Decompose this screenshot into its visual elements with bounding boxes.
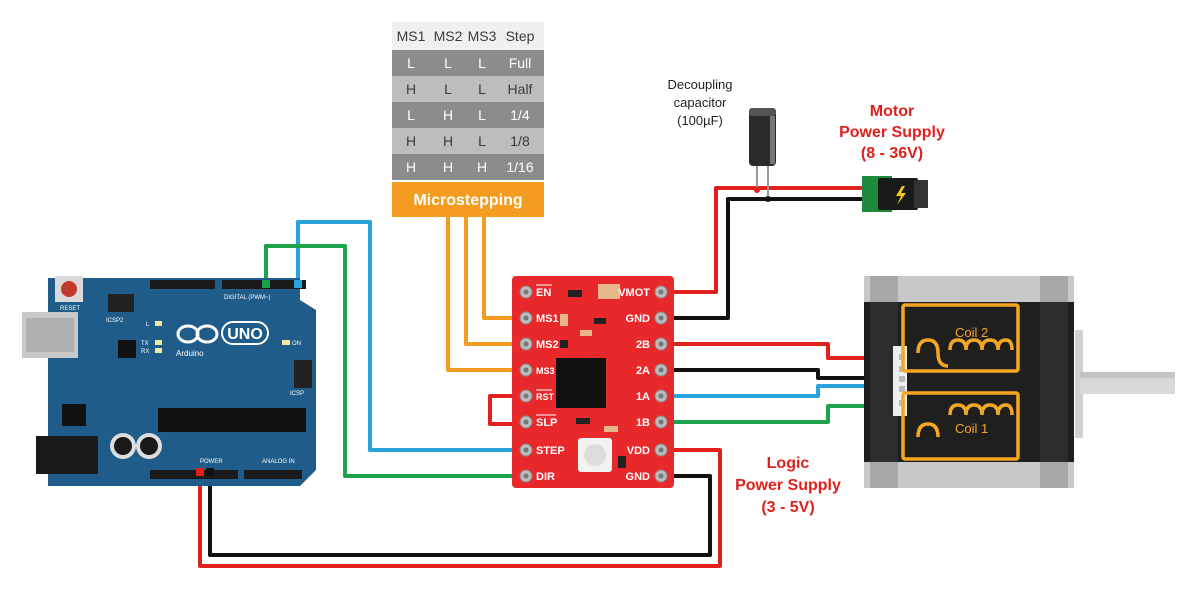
capacitor-label-line2: capacitor	[674, 95, 727, 110]
arduino-logo-icon	[176, 324, 219, 344]
table-cell: H	[406, 81, 416, 97]
stepper-motor: Coil 2 Coil 1	[864, 276, 1175, 488]
pin-label-2a: 2A	[636, 365, 650, 377]
driver-chip	[556, 358, 606, 408]
table-header: Step	[506, 28, 535, 44]
wire-dir	[264, 244, 518, 478]
wire-ms2	[464, 217, 518, 346]
wires	[198, 186, 903, 568]
led-rx-label: RX	[141, 349, 149, 355]
table-cell: 1/4	[510, 107, 530, 123]
pin-label-slp: SLP	[536, 417, 557, 429]
table-cell: H	[443, 133, 453, 149]
table-cell: H	[443, 159, 453, 175]
wire-1a	[668, 384, 903, 398]
barrel-jack	[36, 436, 98, 474]
capacitor-label-line1: Decoupling	[667, 77, 732, 92]
decoupling-capacitor	[749, 108, 776, 202]
power-header	[150, 470, 238, 479]
capacitor-label-line3: (100µF)	[677, 113, 723, 128]
table-cell: L	[407, 107, 415, 123]
arduino-uno-board: RESET ICSP2 DIGITAL (PWM~) POWER ANALOG …	[22, 276, 316, 486]
motor-supply-line1: Motor	[870, 103, 914, 120]
wire-vdd	[198, 448, 722, 568]
wire-ms3	[446, 217, 518, 372]
wire-2a	[668, 368, 903, 380]
wire-vmot	[668, 186, 868, 294]
led-tx-label: TX	[141, 341, 149, 347]
pin-label-en: EN	[536, 287, 551, 299]
table-header: MS2	[434, 28, 463, 44]
wire-logic-gnd	[208, 472, 712, 557]
atmega-chip	[158, 408, 306, 432]
table-cell: Half	[508, 81, 533, 97]
table-cell: L	[407, 55, 415, 71]
table-cell: H	[406, 159, 416, 175]
analog-label: ANALOG IN	[262, 459, 295, 465]
pin-label-rst: RST	[536, 392, 555, 402]
led-l-label: L	[146, 322, 150, 328]
uno-label: UNO	[227, 326, 263, 343]
icsp-label: ICSP	[290, 391, 304, 397]
table-cell: L	[478, 55, 486, 71]
logic-supply-line3: (3 - 5V)	[761, 499, 814, 516]
dc-power-jack	[862, 176, 928, 212]
wire-rst-slp	[488, 394, 518, 426]
table-header: MS1	[397, 28, 426, 44]
digital-header-left	[150, 280, 215, 289]
pin-label-dir: DIR	[536, 471, 555, 483]
table-header: MS3	[468, 28, 497, 44]
pin-label-1b: 1B	[636, 417, 650, 429]
lightning-icon	[896, 186, 906, 205]
coil-2-label: Coil 2	[955, 325, 988, 340]
digital-label: DIGITAL (PWM~)	[224, 295, 271, 301]
table-cell: H	[477, 159, 487, 175]
reset-label: RESET	[60, 306, 80, 312]
pin-label-vdd: VDD	[627, 445, 650, 457]
table-cell: L	[478, 107, 486, 123]
pin-label-ms2: MS2	[536, 339, 559, 351]
icsp2-label: ICSP2	[106, 318, 124, 324]
table-cell: H	[406, 133, 416, 149]
coil-1-label: Coil 1	[955, 421, 988, 436]
logic-supply-line2: Power Supply	[735, 477, 841, 494]
pin-label-step: STEP	[536, 445, 565, 457]
pin-label-ms3: MS3	[536, 366, 555, 376]
table-cell: L	[478, 133, 486, 149]
pin-label-2b: 2B	[636, 339, 650, 351]
table-footer-label: Microstepping	[413, 192, 522, 209]
arduino-brand-label: Arduino	[176, 349, 204, 358]
pin-label-gnd-logic: GND	[626, 471, 651, 483]
pin-label-vmot: VMOT	[618, 287, 650, 299]
wire-motor-gnd	[668, 197, 868, 320]
power-label: POWER	[200, 459, 223, 465]
a4988-driver-board: EN MS1 MS2 MS3 RST SLP STEP DIR VMOT GND…	[512, 276, 674, 488]
table-cell: L	[444, 81, 452, 97]
table-cell: Full	[509, 55, 532, 71]
pin-label-1a: 1A	[636, 391, 650, 403]
microstepping-table: MS1 MS2 MS3 Step L L L Full H L L Half L…	[392, 22, 544, 217]
table-cell: 1/16	[506, 159, 533, 175]
table-cell: L	[478, 81, 486, 97]
led-on-label: ON	[292, 341, 301, 347]
logic-supply-line1: Logic	[767, 455, 810, 472]
table-cell: H	[443, 107, 453, 123]
wire-ms1	[482, 217, 518, 320]
table-cell: 1/8	[510, 133, 530, 149]
motor-supply-line3: (8 - 36V)	[861, 145, 923, 162]
table-cell: L	[444, 55, 452, 71]
pin-label-gnd-motor: GND	[626, 313, 651, 325]
wire-step	[296, 220, 518, 452]
motor-supply-line2: Power Supply	[839, 124, 945, 141]
pin-label-ms1: MS1	[536, 313, 559, 325]
analog-header	[244, 470, 302, 479]
